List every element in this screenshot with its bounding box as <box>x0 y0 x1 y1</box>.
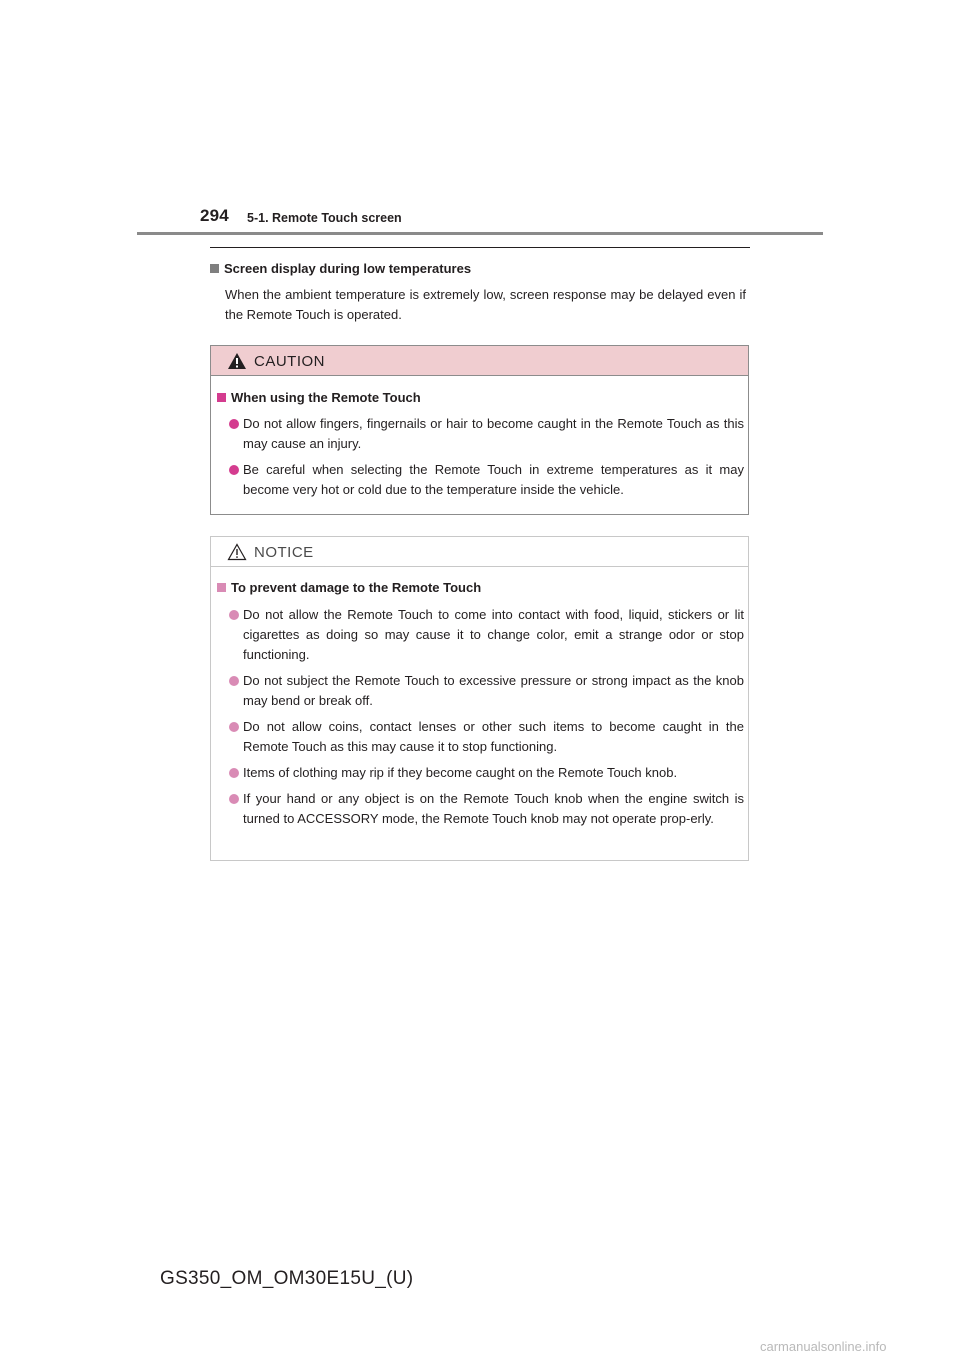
caution-subheading: When using the Remote Touch <box>217 390 421 405</box>
notice-list: Do not allow the Remote Touch to come in… <box>229 605 744 835</box>
intro-heading-text: Screen display during low temperatures <box>224 261 472 276</box>
list-item: Do not allow coins, contact lenses or ot… <box>229 717 744 757</box>
caution-header: CAUTION <box>211 346 748 376</box>
bullet-icon <box>229 722 239 732</box>
caution-list: Do not allow fingers, fingernails or hai… <box>229 414 744 506</box>
intro-heading: Screen display during low temperatures <box>210 261 471 276</box>
square-marker-icon <box>217 393 226 402</box>
warning-triangle-outline-icon <box>227 543 247 561</box>
bullet-icon <box>229 465 239 475</box>
intro-body: When the ambient temperature is extremel… <box>225 287 746 322</box>
list-item: Do not subject the Remote Touch to exces… <box>229 671 744 711</box>
list-item: Do not allow the Remote Touch to come in… <box>229 605 744 665</box>
notice-title: NOTICE <box>254 544 314 561</box>
header-rule <box>137 232 823 235</box>
square-marker-icon <box>210 264 219 273</box>
notice-subheading-text: To prevent damage to the Remote Touch <box>231 580 482 595</box>
list-item: If your hand or any object is on the Rem… <box>229 789 744 829</box>
notice-header: NOTICE <box>211 537 748 567</box>
list-item: Do not allow fingers, fingernails or hai… <box>229 414 744 454</box>
caution-title: CAUTION <box>254 353 325 370</box>
list-item-text: Do not subject the Remote Touch to exces… <box>243 673 744 708</box>
list-item-text: If your hand or any object is on the Rem… <box>243 791 744 826</box>
bullet-icon <box>229 794 239 804</box>
content-rule <box>210 247 750 248</box>
bullet-icon <box>229 419 239 429</box>
list-item: Items of clothing may rip if they become… <box>229 763 744 783</box>
list-item-text: Be careful when selecting the Remote Tou… <box>243 462 744 497</box>
section-title: 5-1. Remote Touch screen <box>247 211 402 225</box>
list-item-text: Items of clothing may rip if they become… <box>243 765 678 780</box>
bullet-icon <box>229 768 239 778</box>
square-marker-icon <box>217 583 226 592</box>
notice-box: NOTICE To prevent damage to the Remote T… <box>210 536 749 861</box>
bullet-icon <box>229 676 239 686</box>
list-item-text: Do not allow the Remote Touch to come in… <box>243 607 744 662</box>
document-code: GS350_OM_OM30E15U_(U) <box>160 1268 414 1289</box>
list-item-text: Do not allow fingers, fingernails or hai… <box>243 416 744 451</box>
notice-subheading: To prevent damage to the Remote Touch <box>217 580 481 595</box>
watermark: carmanualsonline.info <box>760 1339 887 1354</box>
list-item: Be careful when selecting the Remote Tou… <box>229 460 744 500</box>
page-number: 294 <box>200 206 229 225</box>
caution-box: CAUTION When using the Remote Touch Do n… <box>210 345 749 515</box>
caution-subheading-text: When using the Remote Touch <box>231 390 421 405</box>
list-item-text: Do not allow coins, contact lenses or ot… <box>243 719 744 754</box>
warning-triangle-filled-icon <box>228 353 246 369</box>
bullet-icon <box>229 610 239 620</box>
